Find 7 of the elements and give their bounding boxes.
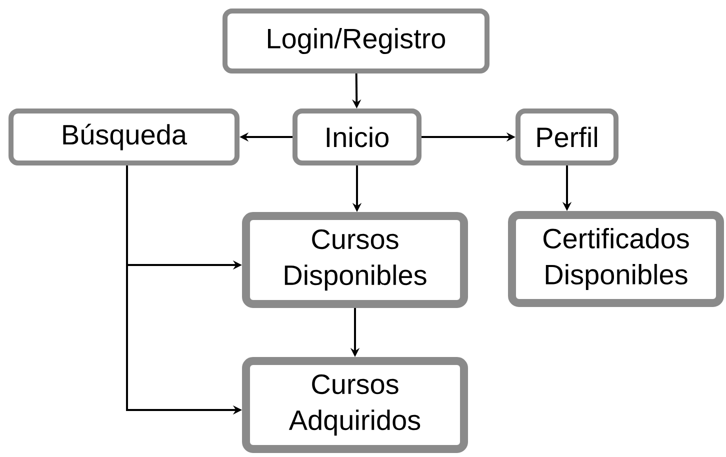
- process-box: Búsqueda: [8, 108, 240, 166]
- process-box: Cursos Disponibles: [242, 212, 468, 308]
- process-box: Cursos Adquiridos: [242, 357, 468, 453]
- process-box: Login/Registro: [222, 8, 490, 74]
- process-box: Certificados Disponibles: [508, 211, 724, 307]
- process-box: Perfil: [516, 108, 618, 166]
- process-box: Inicio: [292, 108, 422, 166]
